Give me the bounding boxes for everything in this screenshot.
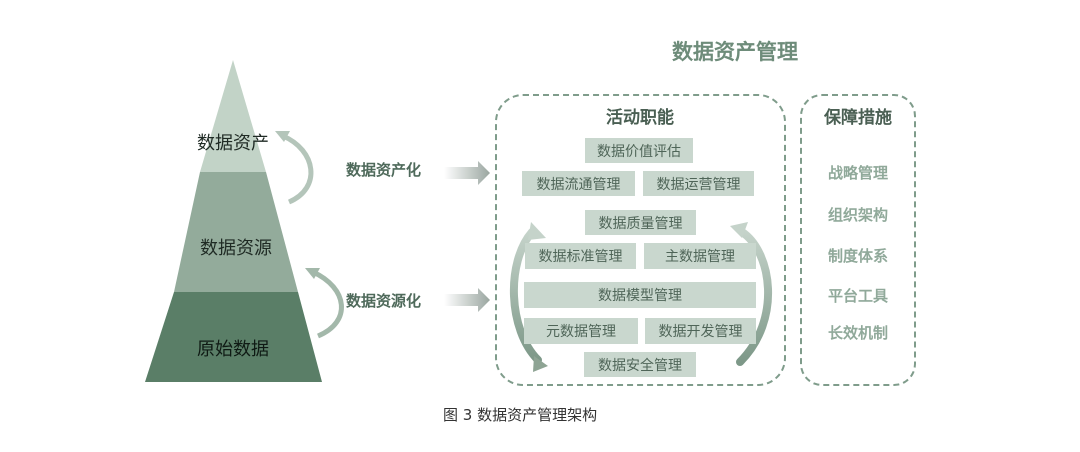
- activity-item-value-assessment: 数据价值评估: [585, 138, 693, 163]
- safeguard-item-platform-tools: 平台工具: [827, 287, 888, 305]
- transform-curve-arrow-upper: [281, 133, 314, 205]
- pyramid-label-resource: 数据资源: [200, 238, 272, 259]
- safeguard-measures-box: [800, 94, 916, 386]
- activity-item-quality: 数据质量管理: [585, 210, 696, 235]
- cycle-arrowhead-right: [730, 222, 748, 238]
- safeguard-item-strategy: 战略管理: [827, 164, 888, 182]
- transform-curve-arrowhead-lower: [305, 268, 320, 279]
- activity-item-operation: 数据运营管理: [643, 171, 754, 196]
- activity-item-metadata: 元数据管理: [524, 318, 638, 344]
- cycle-arrow-right: [736, 228, 773, 366]
- cycle-arrowhead-left: [528, 222, 546, 240]
- activity-item-standard: 数据标准管理: [525, 243, 636, 269]
- activity-item-circulation: 数据流通管理: [522, 171, 635, 196]
- pyramid-bottom-layer: [145, 292, 322, 382]
- diagram-title: 数据资产管理: [672, 40, 798, 64]
- activity-item-model: 数据模型管理: [524, 282, 756, 308]
- arrow-right-lower: [444, 288, 490, 312]
- safeguard-item-system: 制度体系: [827, 247, 888, 265]
- safeguard-item-organization: 组织架构: [827, 206, 888, 224]
- transform-curve-arrowhead-upper: [275, 131, 290, 142]
- cycle-arrowhead-bottom: [533, 356, 548, 372]
- transform-curve-arrow-lower: [311, 269, 344, 339]
- activity-functions-title: 活动职能: [606, 108, 674, 128]
- pyramid-label-raw: 原始数据: [197, 339, 269, 360]
- activity-item-master-data: 主数据管理: [644, 243, 756, 269]
- safeguard-measures-title: 保障措施: [824, 108, 892, 128]
- arrow-right-upper: [444, 161, 490, 185]
- cycle-arrow-left: [509, 228, 542, 364]
- figure-caption: 图 3 数据资产管理架构: [443, 406, 598, 424]
- activity-item-security: 数据安全管理: [584, 352, 696, 377]
- safeguard-item-long-term-mechanism: 长效机制: [827, 324, 888, 342]
- process-label-assetization: 数据资产化: [346, 161, 422, 179]
- pyramid-top-layer: [200, 60, 266, 172]
- process-label-resourcization: 数据资源化: [346, 292, 422, 310]
- activity-item-development: 数据开发管理: [645, 318, 756, 344]
- pyramid-middle-layer: [174, 172, 298, 292]
- pyramid-label-asset: 数据资产: [197, 133, 269, 154]
- activity-functions-box: [495, 94, 786, 386]
